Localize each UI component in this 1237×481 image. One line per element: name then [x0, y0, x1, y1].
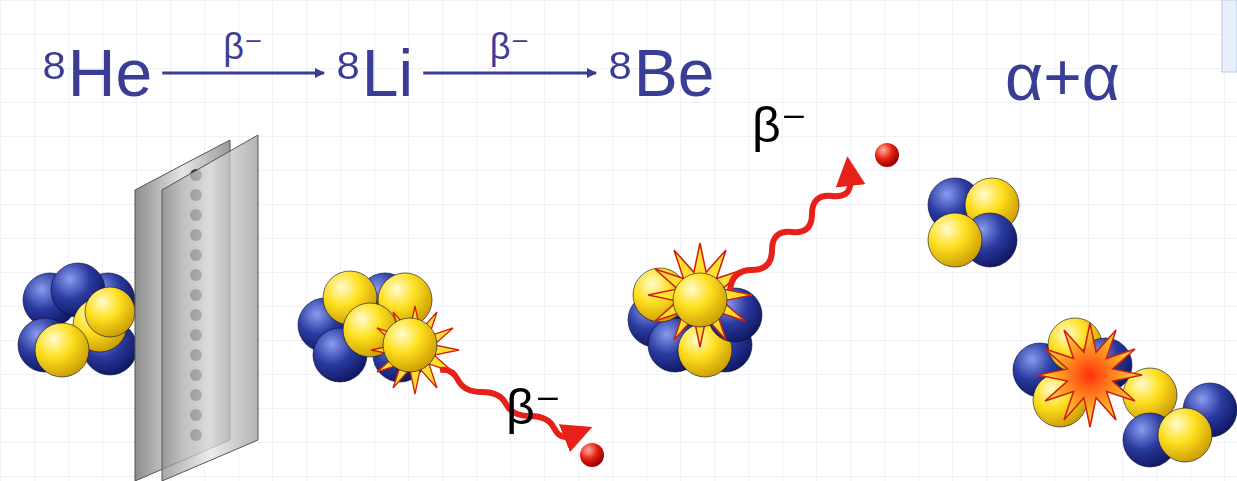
beta-label: β⁻ [752, 100, 807, 150]
decay-arrow [423, 72, 596, 75]
nuclide-node: ⁸He [36, 38, 156, 108]
nuclide-node: ⁸Li [330, 38, 417, 108]
decay-arrow [162, 72, 324, 75]
decay-label: β⁻ [223, 29, 263, 65]
nuclide-symbol: ⁸Be [606, 40, 715, 106]
product-label: α+α [1005, 44, 1120, 110]
decay-label: β⁻ [490, 29, 530, 65]
nuclide-symbol: ⁸Li [334, 40, 413, 106]
nuclide-node: ⁸Be [602, 38, 719, 108]
nuclide-symbol: ⁸He [40, 40, 152, 106]
beta-label: β⁻ [506, 382, 561, 432]
